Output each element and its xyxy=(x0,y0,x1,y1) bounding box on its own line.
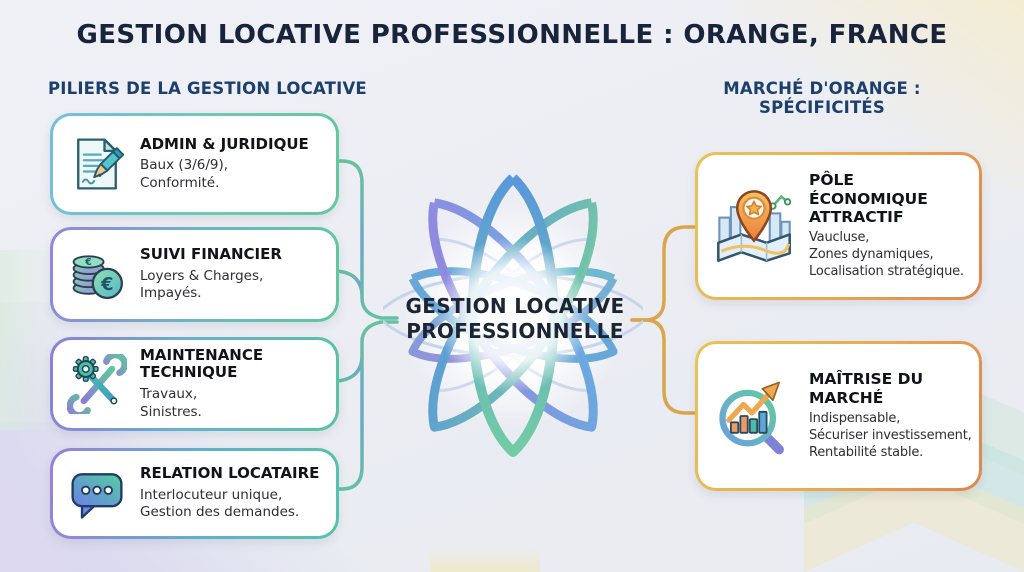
card-line: Sécuriser investissement, xyxy=(809,427,972,443)
card-line: Sinistres. xyxy=(140,403,202,420)
card-line: Baux (3/6/9), xyxy=(140,157,229,174)
card-line: Indispensable, xyxy=(809,410,901,426)
right-section-header: MARCHÉ D'ORANGE : SPÉCIFICITÉS xyxy=(723,79,921,117)
center-label-line2: PROFESSIONNELLE xyxy=(406,318,624,343)
svg-text:€: € xyxy=(84,257,92,268)
card-line: Vaucluse, xyxy=(809,230,870,246)
svg-text:€: € xyxy=(100,274,113,295)
gear-wrench-icon xyxy=(67,354,127,414)
card-line: Conformité. xyxy=(140,174,220,191)
chart-magnifier-icon xyxy=(712,374,796,458)
chat-bubble-icon xyxy=(67,464,127,524)
card-suivi-financier: € € SUIVI FINANCIER Loyers & Charges, Im… xyxy=(50,227,339,322)
map-pin-star-icon xyxy=(712,184,796,268)
card-line: Localisation stratégique. xyxy=(809,263,964,279)
card-title: MAÎTRISE DU MARCHÉ xyxy=(809,370,924,407)
card-title: MAINTENANCE TECHNIQUE xyxy=(140,345,264,382)
center-label: GESTION LOCATIVE PROFESSIONNELLE xyxy=(377,294,653,344)
card-maitrise-marche: MAÎTRISE DU MARCHÉ Indispensable, Sécuri… xyxy=(695,341,982,491)
card-relation-locataire: RELATION LOCATAIRE Interlocuteur unique,… xyxy=(50,448,339,539)
document-pen-icon xyxy=(67,134,127,194)
card-line: Rentabilité stable. xyxy=(809,444,924,460)
card-title: PÔLE ÉCONOMIQUE ATTRACTIF xyxy=(809,171,928,226)
card-line: Impayés. xyxy=(140,285,202,302)
card-line: Loyers & Charges, xyxy=(140,267,264,284)
center-label-line1: GESTION LOCATIVE xyxy=(405,294,625,318)
card-line: Interlocuteur unique, xyxy=(140,486,283,503)
card-maintenance-technique: MAINTENANCE TECHNIQUE Travaux, Sinistres… xyxy=(50,337,339,431)
page-title: GESTION LOCATIVE PROFESSIONNELLE : ORANG… xyxy=(76,20,948,50)
card-title: RELATION LOCATAIRE xyxy=(140,464,320,483)
card-title: ADMIN & JURIDIQUE xyxy=(140,134,309,153)
card-pole-economique: PÔLE ÉCONOMIQUE ATTRACTIF Vaucluse, Zone… xyxy=(695,152,982,300)
card-title: SUIVI FINANCIER xyxy=(140,245,282,264)
card-line: Gestion des demandes. xyxy=(140,504,300,521)
card-line: Zones dynamiques, xyxy=(809,246,934,262)
card-line: Travaux, xyxy=(140,386,198,403)
euro-coins-icon: € € xyxy=(67,245,127,305)
decor-bottom-yellow xyxy=(430,546,540,572)
left-section-header: PILIERS DE LA GESTION LOCATIVE xyxy=(48,79,367,98)
card-admin-juridique: ADMIN & JURIDIQUE Baux (3/6/9), Conformi… xyxy=(50,113,339,215)
